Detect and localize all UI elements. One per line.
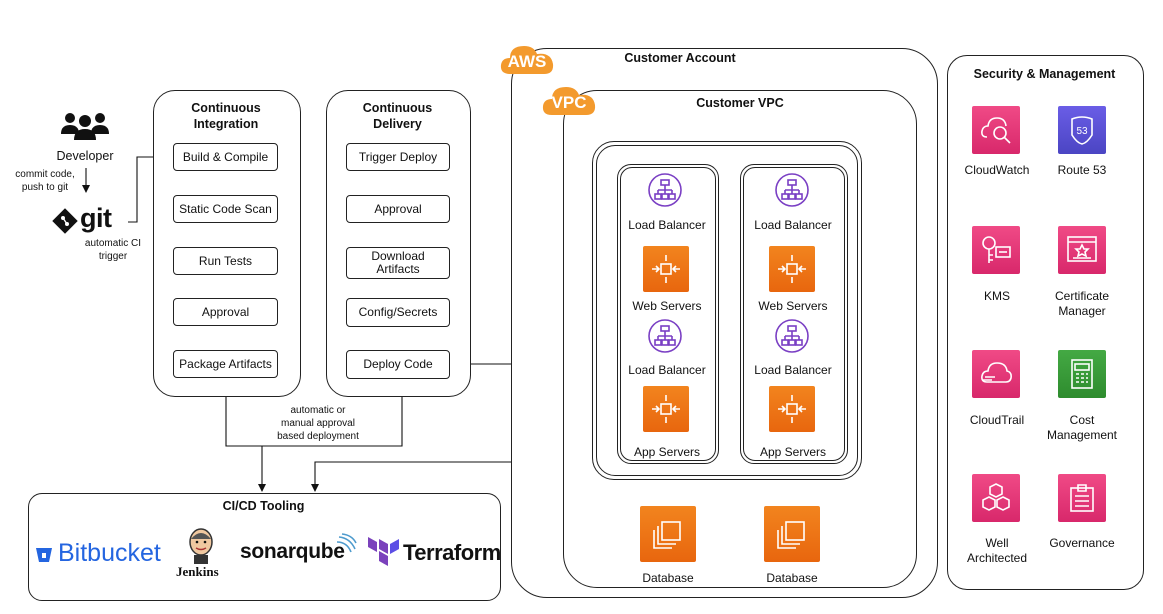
web-servers-icon — [769, 246, 815, 292]
certificate-manager-icon[interactable] — [1058, 226, 1106, 274]
governance-icon[interactable] — [1058, 474, 1106, 522]
route53-badge-text: 53 — [1076, 126, 1088, 137]
git-logo-icon — [52, 208, 80, 236]
cd-title: Continuous Delivery — [362, 101, 433, 131]
ci-step-tests[interactable]: Run Tests — [173, 247, 278, 275]
stack-2-web-label: Web Servers — [758, 299, 828, 313]
web-servers-icon — [643, 246, 689, 292]
terraform-icon — [368, 537, 400, 567]
certificate-manager-label: Certificate Manager — [1054, 289, 1110, 318]
vpc-cloud-icon: VPC — [540, 81, 598, 119]
tooling-title: CI/CD Tooling — [222, 499, 305, 513]
kms-label: KMS — [983, 289, 1010, 303]
governance-label: Governance — [1049, 536, 1115, 550]
terraform-logo: Terraform — [403, 540, 501, 565]
cost-management-label: Cost Management — [1046, 413, 1118, 442]
vpc-title: Customer VPC — [696, 96, 784, 110]
cloudtrail-label: CloudTrail — [969, 413, 1025, 427]
cd-panel — [326, 90, 471, 397]
kms-icon[interactable] — [972, 226, 1020, 274]
stack-1-web-label: Web Servers — [632, 299, 702, 313]
well-architected-icon[interactable] — [972, 474, 1020, 522]
cd-step-approval[interactable]: Approval — [346, 195, 450, 223]
cloudtrail-icon[interactable] — [972, 350, 1020, 398]
tooling-panel — [28, 493, 501, 601]
aws-cloud-icon: AWS — [498, 40, 556, 78]
load-balancer-icon — [774, 172, 810, 208]
ci-step-approval[interactable]: Approval — [173, 298, 278, 326]
ci-title: Continuous Integration — [191, 101, 261, 131]
route53-icon[interactable]: 53 — [1058, 106, 1106, 154]
account-title: Customer Account — [624, 51, 736, 65]
stack-2-lb2-label: Load Balancer — [754, 363, 832, 377]
commit-note: commit code, push to git — [15, 169, 75, 193]
stack-1-lb1-label: Load Balancer — [628, 218, 706, 232]
stack-1-lb2-label: Load Balancer — [628, 363, 706, 377]
ci-step-scan[interactable]: Static Code Scan — [173, 195, 278, 223]
load-balancer-icon — [647, 318, 683, 354]
ci-step-build[interactable]: Build & Compile — [173, 143, 278, 171]
app-servers-icon — [769, 386, 815, 432]
cost-management-icon[interactable] — [1058, 350, 1106, 398]
load-balancer-icon — [647, 172, 683, 208]
load-balancer-icon — [774, 318, 810, 354]
jenkins-logo: Jenkins — [176, 564, 219, 579]
stack-1-app-label: App Servers — [633, 445, 701, 459]
database-2-label: Database — [766, 571, 818, 585]
route53-label: Route 53 — [1057, 163, 1107, 177]
bitbucket-icon — [34, 545, 54, 565]
cd-step-download[interactable]: Download Artifacts — [346, 247, 450, 279]
cd-step-deploy[interactable]: Deploy Code — [346, 350, 450, 379]
database-icon — [764, 506, 820, 562]
security-title: Security & Management — [973, 67, 1116, 81]
developer-label: Developer — [56, 149, 114, 163]
aws-tag: AWS — [507, 52, 547, 71]
jenkins-icon — [186, 527, 216, 565]
stack-2-lb1-label: Load Balancer — [754, 218, 832, 232]
database-icon — [640, 506, 696, 562]
ci-panel — [153, 90, 301, 397]
app-servers-icon — [643, 386, 689, 432]
deploy-note: automatic or manual approval based deplo… — [277, 405, 359, 442]
cloudwatch-icon[interactable] — [972, 106, 1020, 154]
database-1-label: Database — [642, 571, 694, 585]
developer-icon — [60, 110, 110, 140]
well-architected-label: Well Architected — [966, 536, 1028, 565]
vpc-tag: VPC — [551, 93, 587, 112]
sonarqube-waves-icon — [335, 532, 357, 554]
stack-2-app-label: App Servers — [759, 445, 827, 459]
ci-trigger-note: automatic CI trigger — [84, 238, 142, 262]
ci-step-package[interactable]: Package Artifacts — [173, 350, 278, 378]
cd-step-config[interactable]: Config/Secrets — [346, 298, 450, 327]
sonarqube-logo: sonarqube — [240, 540, 345, 563]
cd-step-trigger[interactable]: Trigger Deploy — [346, 143, 450, 171]
bitbucket-logo: Bitbucket — [58, 539, 161, 567]
cloudwatch-label: CloudWatch — [964, 163, 1030, 177]
git-wordmark: git — [80, 203, 112, 233]
